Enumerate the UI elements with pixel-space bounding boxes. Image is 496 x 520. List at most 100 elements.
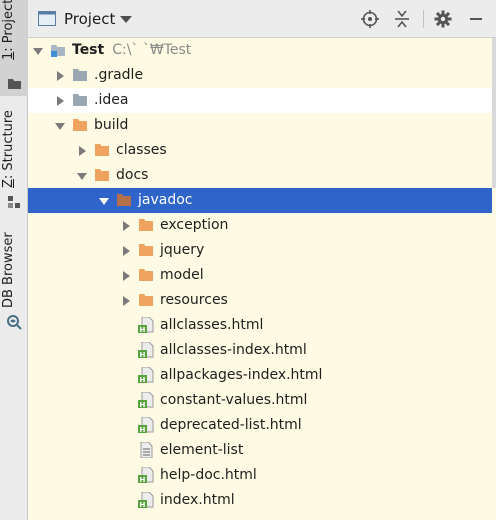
minimize-icon [470,18,482,20]
tab-project[interactable]: 1: Project [0,0,28,96]
tree-scrollbar[interactable] [492,38,496,188]
chevron-right-icon[interactable] [120,270,132,282]
settings-button[interactable] [433,9,453,29]
tree-item-jquery[interactable]: jquery [28,238,492,263]
chevron-right-icon[interactable] [54,95,66,107]
tree-item-resources[interactable]: resources [28,288,492,313]
folder-icon [95,144,109,156]
header-divider [423,10,424,28]
tree-item-label: javadoc [138,192,193,208]
tree-item-build[interactable]: build [28,113,492,138]
tool-window-strip: 1: Project Z: Structure DB Browser [0,0,28,520]
chevron-right-icon[interactable] [120,245,132,257]
tree-item-label: allclasses.html [160,317,264,333]
tab-db-browser-label: DB Browser [1,232,16,308]
chevron-down-icon[interactable] [120,16,132,24]
tree-item-label: deprecated-list.html [160,417,302,433]
crosshair-icon [361,10,379,28]
tree-item-idea[interactable]: .idea [28,88,492,113]
tab-db-browser[interactable]: DB Browser [0,232,28,332]
chevron-right-icon[interactable] [76,145,88,157]
tree-item-label: model [160,267,204,283]
locate-file-button[interactable] [360,9,380,29]
structure-icon [8,196,20,208]
tree-item-test-module[interactable]: Test C:\` `₩Test [28,38,492,63]
tree-item-classes[interactable]: classes [28,138,492,163]
html-file-icon: H [138,317,154,333]
db-browser-icon [7,315,22,330]
svg-text:H: H [140,501,146,508]
tree-item-label: .gradle [94,67,144,83]
svg-text:H: H [140,376,146,383]
gear-icon [434,10,452,28]
tree-item-label: .idea [94,92,129,108]
project-view-icon [38,11,56,26]
svg-text:H: H [140,476,146,483]
tree-item-javadoc[interactable]: javadoc [28,188,492,213]
tree-item-element-list[interactable]: element-list [28,438,492,463]
collapse-icon [395,10,409,28]
tree-item-label: docs [116,167,149,183]
folder-icon [139,269,153,281]
tree-item-label: allclasses-index.html [160,342,307,358]
tree-item-label: jquery [160,242,205,258]
panel-title[interactable]: Project [64,10,116,28]
chevron-right-icon[interactable] [54,70,66,82]
tab-structure[interactable]: Z: Structure [0,110,28,210]
chevron-down-icon[interactable] [98,195,110,207]
folder-icon [73,94,87,106]
tree-item-exception[interactable]: exception [28,213,492,238]
module-folder-icon [51,45,65,57]
folder-icon [139,294,153,306]
folder-icon [139,244,153,256]
tree-item-label: constant-values.html [160,392,308,408]
html-file-icon: H [138,417,154,433]
tree-item-label: resources [160,292,228,308]
text-file-icon [140,442,153,458]
collapse-all-button[interactable] [392,9,412,29]
hide-panel-button[interactable] [466,9,486,29]
tree-item-model[interactable]: model [28,263,492,288]
html-file-icon: H [138,342,154,358]
chevron-right-icon[interactable] [120,220,132,232]
project-tree: Test C:\` `₩Test .gradle .idea build classes d… [28,38,496,520]
folder-icon [73,119,87,131]
html-file-icon: H [138,467,154,483]
tab-project-number: 1 [1,51,16,60]
chevron-right-icon[interactable] [120,295,132,307]
project-panel-header: Project [28,0,496,38]
svg-text:H: H [140,326,146,333]
folder-icon [139,219,153,231]
tab-project-label: Project [1,0,16,44]
html-file-icon: H [138,367,154,383]
folder-icon [117,194,131,206]
chevron-down-icon[interactable] [54,120,66,132]
tree-item-label: build [94,117,129,133]
svg-text:H: H [140,426,146,433]
tree-item-label: classes [116,142,167,158]
module-path: C:\` `₩Test [112,42,192,58]
chevron-down-icon[interactable] [32,45,44,57]
tree-item-docs[interactable]: docs [28,163,492,188]
tree-item-label: help-doc.html [160,467,257,483]
folder-icon [73,69,87,81]
html-file-icon: H [138,492,154,508]
svg-text:H: H [140,401,146,408]
tree-item-label: element-list [160,442,244,458]
tree-item-label: exception [160,217,229,233]
tab-structure-label: Structure [1,110,16,171]
tree-item-label: index.html [160,492,235,508]
tree-item-label: Test [72,42,105,58]
folder-icon [8,79,21,89]
tree-item-gradle[interactable]: .gradle [28,63,492,88]
chevron-down-icon[interactable] [76,170,88,182]
folder-icon [95,169,109,181]
tree-item-label: allpackages-index.html [160,367,323,383]
